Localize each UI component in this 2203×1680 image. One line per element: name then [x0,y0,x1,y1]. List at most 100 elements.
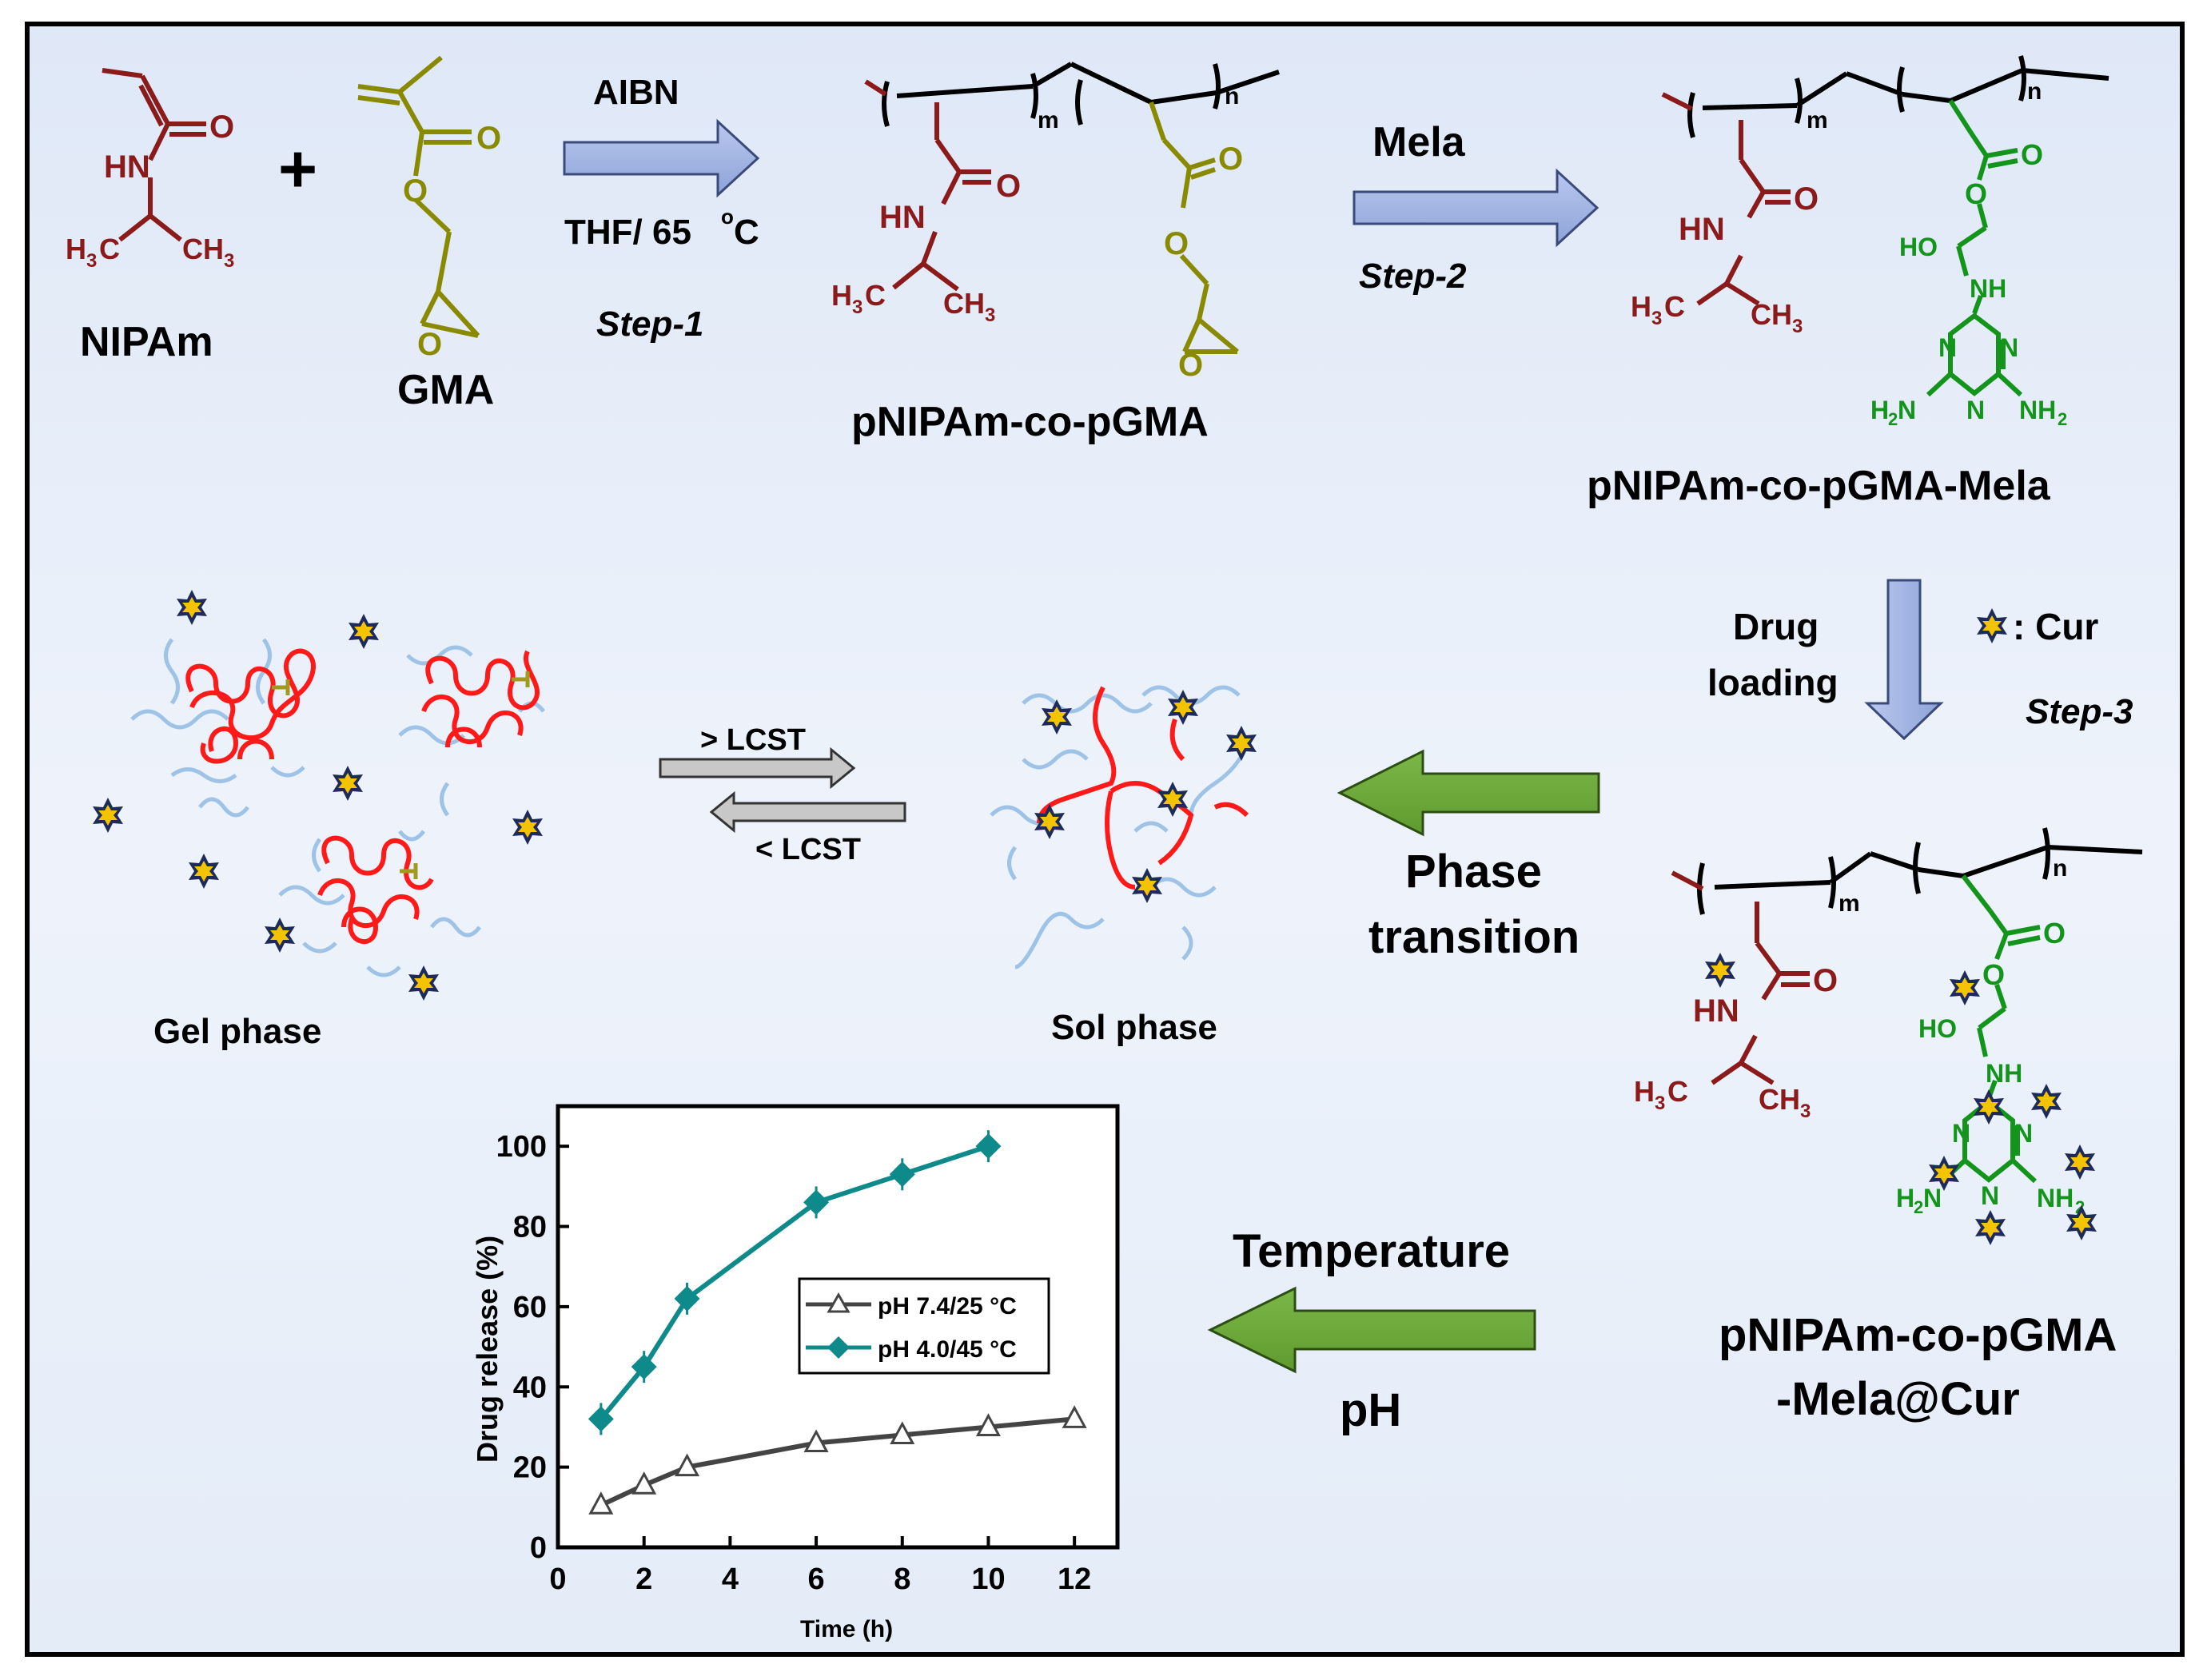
loaded-polymer-h3c: H 3 C [1634,1075,1688,1114]
mela-polymer-nh2-right: NH 2 [2019,396,2067,429]
step2-reagent: Mela [1372,119,1466,165]
step3-label: Step-3 [2026,692,2133,731]
svg-text:N: N [1898,396,1916,424]
svg-text:H: H [1634,1075,1655,1108]
mela-polymer-ho: HO [1899,233,1938,261]
gma-label: GMA [397,367,494,413]
series-1-point-0 [588,1491,614,1515]
loaded-polymer-nipam-o: O [1813,963,1838,998]
svg-text:o: o [721,205,734,229]
mela-ring-n1: N [1938,333,1957,362]
y-tick-label-1: 20 [513,1451,547,1485]
step3-line1: Drug [1733,606,1819,647]
series-line-2 [599,1144,990,1421]
mela-polymer-m: m [1807,107,1828,133]
svg-text:C: C [865,279,886,312]
nipam-hn: HN [104,149,150,185]
legend-marker-series-1 [827,1292,851,1313]
svg-text:H: H [66,233,86,265]
legend-marker-series-2 [827,1336,850,1359]
above-lcst-label: > LCST [700,723,806,757]
loaded-polymer-label-line2: -Mela@Cur [1776,1373,2020,1425]
copolymer-gma-epoxide-o: O [1178,348,1203,383]
series-1-point-5 [975,1413,1001,1436]
loaded-ring-n3: N [1981,1181,1999,1210]
loaded-polymer-ho: HO [1918,1014,1957,1043]
stimulus-arrow [1207,1286,1536,1374]
loaded-polymer-structure [1671,827,2143,1184]
y-tick-label-3: 60 [513,1291,547,1324]
mela-ring-n3: N [1966,396,1985,424]
svg-text:CH: CH [1751,298,1792,331]
svg-text:3: 3 [86,250,97,272]
stimulus-temperature: Temperature [1233,1225,1510,1277]
svg-text:2: 2 [2058,409,2067,429]
step3-arrow [1864,579,1944,741]
svg-text:C: C [734,213,759,252]
legend-label-series-1: pH 7.4/25 °C [878,1293,1017,1320]
x-tick-label-4: 8 [894,1563,910,1596]
svg-text:H: H [1870,396,1889,424]
mela-polymer-n: n [2027,78,2042,105]
svg-text:H: H [831,279,852,312]
gma-structure [357,55,480,338]
copolymer-h3c: H 3 C [831,279,886,318]
svg-text:C: C [1667,1075,1688,1108]
mela-polymer-ester-o: O [1965,177,1987,210]
x-tick-label-2: 4 [722,1563,739,1596]
svg-text:3: 3 [1800,1101,1811,1122]
step1-conditions: THF/ 65 o C [564,205,759,252]
plus-sign: + [278,131,317,206]
svg-text:C: C [1664,290,1685,323]
step1-label: Step-1 [596,305,703,344]
legend-label-series-2: pH 4.0/45 °C [878,1336,1017,1363]
copolymer-hn: HN [879,200,926,235]
loaded-polymer-n: n [2053,855,2067,882]
svg-text:NH: NH [2019,396,2056,424]
mela-ring-n2: N [2000,333,2018,362]
mela-polymer-ch3: CH 3 [1751,298,1803,337]
loaded-polymer-carbonyl-o: O [2043,917,2066,949]
below-lcst-label: < LCST [755,833,861,866]
phase-transition-line2: transition [1368,911,1580,963]
svg-text:3: 3 [985,305,995,326]
series-2-point-4 [889,1161,915,1188]
x-tick-label-6: 12 [1058,1563,1091,1596]
sol-phase-label: Sol phase [1051,1008,1217,1047]
phase-transition-arrow [1337,749,1600,837]
svg-text:NH: NH [2037,1184,2074,1212]
svg-text:3: 3 [1651,308,1662,329]
step2-label: Step-2 [1359,257,1467,296]
stimulus-ph: pH [1340,1384,1401,1436]
mela-polymer-nipam-o: O [1794,181,1819,217]
x-tick-label-3: 6 [808,1563,825,1596]
x-tick-label-1: 2 [635,1563,652,1596]
gel-phase-label: Gel phase [153,1012,321,1051]
svg-text:3: 3 [1655,1093,1665,1114]
svg-text:H: H [1896,1184,1914,1212]
phase-transition-line1: Phase [1405,846,1542,898]
nipam-o: O [209,109,234,145]
mela-polymer-structure [1661,55,2109,397]
chart-x-axis-label: Time (h) [800,1616,893,1642]
copolymer-ch3: CH 3 [943,287,995,326]
series-1-point-1 [631,1471,657,1495]
y-tick-label-0: 0 [530,1531,547,1565]
y-tick-label-4: 80 [513,1211,547,1244]
y-tick-label-5: 100 [496,1130,547,1164]
step1-reagent: AIBN [593,73,679,112]
svg-text:H: H [1631,290,1651,323]
above-lcst-arrow [659,746,856,790]
y-tick-label-2: 40 [513,1371,547,1404]
loaded-ring-n1: N [1952,1119,1970,1148]
below-lcst-arrow [709,790,906,834]
series-2-point-2 [674,1285,700,1312]
svg-text:CH: CH [182,233,224,265]
cur-legend-label: : Cur [2013,606,2098,647]
copolymer-gma-carbonyl-o: O [1218,141,1243,177]
svg-text:C: C [99,233,120,265]
loaded-polymer-nh2-left: H 2 N [1896,1184,1942,1217]
copolymer-label: pNIPAm-co-pGMA [851,399,1209,445]
